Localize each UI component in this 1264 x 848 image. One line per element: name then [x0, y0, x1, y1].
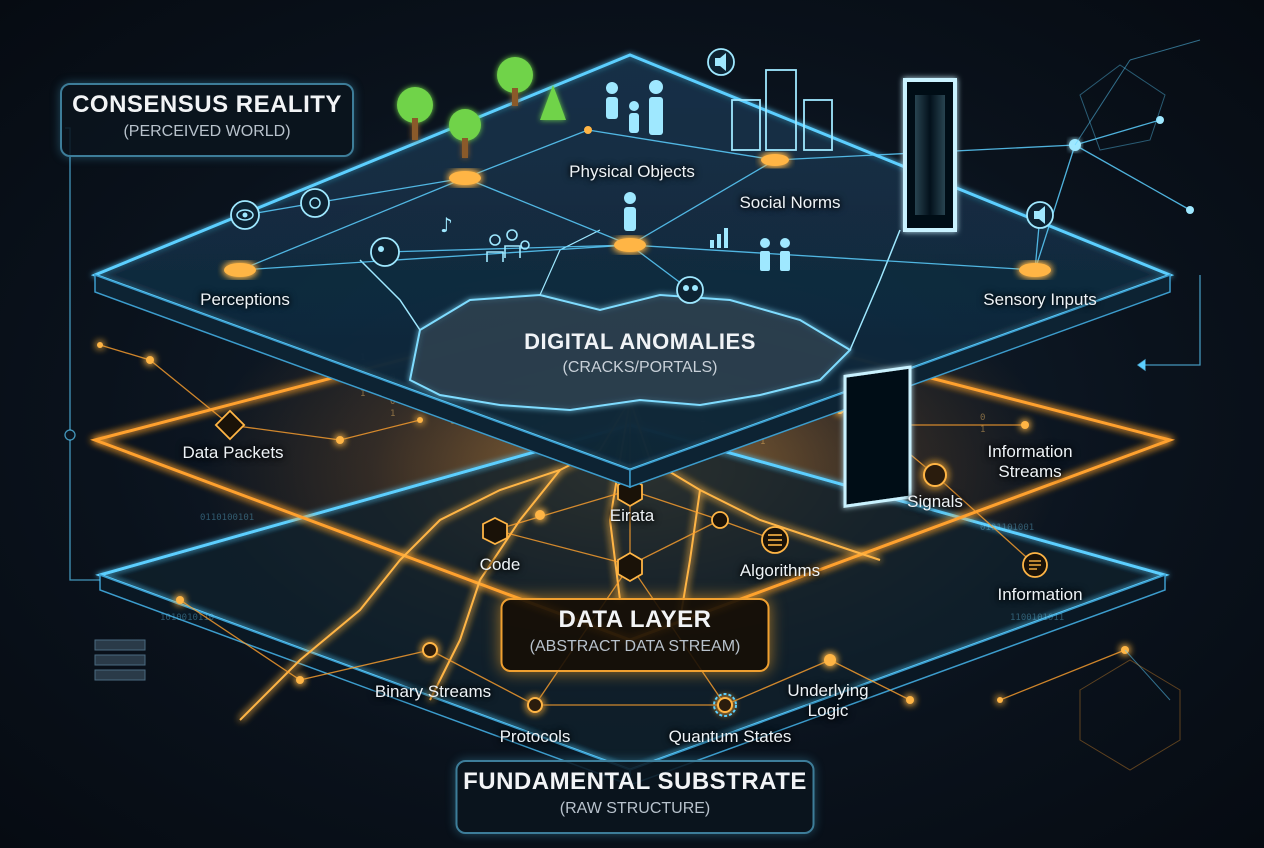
crack-opening	[359, 229, 901, 412]
svg-text:1: 1	[980, 425, 985, 435]
label-sensory-inputs: Sensory Inputs	[983, 290, 1097, 309]
quantum-gear-icon	[713, 693, 737, 717]
svg-text:1100101011: 1100101011	[1010, 613, 1064, 623]
eye-icon	[230, 200, 260, 230]
anomalies-subtitle: (CRACKS/PORTALS)	[562, 359, 718, 376]
svg-text:1010010110: 1010010110	[160, 613, 214, 623]
svg-text:0: 0	[980, 413, 985, 423]
user-card-icon	[370, 237, 400, 267]
speaker-icon	[707, 48, 735, 76]
outer-network	[1074, 39, 1201, 771]
label-protocols: Protocols	[499, 727, 571, 746]
person-icon	[624, 192, 636, 231]
menu-icon	[1022, 552, 1048, 578]
label-information-streams: Information Streams	[987, 442, 1073, 481]
people-icon	[606, 80, 663, 135]
svg-text:♪: ♪	[440, 213, 453, 237]
portal-icon	[843, 365, 912, 508]
label-eirata: Eirata	[609, 506, 655, 525]
gear-icon	[300, 188, 330, 218]
svg-text:1: 1	[360, 389, 365, 399]
substrate-subtitle: (RAW STRUCTURE)	[559, 800, 711, 817]
music-icon: ♪	[440, 213, 453, 237]
code-icon	[482, 516, 508, 546]
data-layer-title: DATA LAYER	[558, 606, 712, 633]
group-icon	[486, 229, 530, 262]
substrate-title: FUNDAMENTAL SUBSTRATE	[463, 768, 807, 795]
portal-icon	[903, 78, 957, 232]
cube-icon	[617, 551, 643, 583]
consensus-nodes	[224, 116, 1194, 277]
label-quantum-states: Quantum States	[668, 727, 792, 746]
svg-text:0: 0	[390, 397, 395, 407]
label-perceptions: Perceptions	[200, 290, 290, 309]
group-icon	[676, 276, 704, 304]
svg-text:0110100101: 0110100101	[200, 513, 254, 523]
buildings-icon	[731, 69, 833, 151]
substrate-box: FUNDAMENTAL SUBSTRATE (RAW STRUCTURE)	[455, 760, 815, 834]
gear-icon	[711, 511, 729, 529]
svg-text:0101101001: 0101101001	[980, 523, 1034, 533]
cube-icon	[214, 409, 246, 441]
chart-icon	[710, 228, 728, 248]
data-layer-box: DATA LAYER (ABSTRACT DATA STREAM)	[500, 598, 770, 672]
svg-text:1: 1	[760, 437, 765, 447]
label-information: Information	[997, 585, 1083, 604]
label-underlying-logic: Underlying Logic	[787, 681, 869, 720]
label-code: Code	[479, 555, 521, 574]
consensus-title: CONSENSUS REALITY	[72, 91, 342, 118]
label-algorithms: Algorithms	[739, 561, 821, 580]
consensus-subtitle: (PERCEIVED WORLD)	[123, 123, 291, 140]
stack-icon	[94, 639, 146, 681]
svg-text:1: 1	[390, 409, 395, 419]
substrate-plane	[95, 423, 1170, 787]
anomalies-title: DIGITAL ANOMALIES	[524, 329, 756, 354]
label-data-packets: Data Packets	[182, 443, 284, 462]
data-layer-subtitle: (ABSTRACT DATA STREAM)	[529, 638, 741, 655]
consensus-reality-box: CONSENSUS REALITY (PERCEIVED WORLD)	[60, 83, 354, 157]
couple-icon	[760, 238, 790, 271]
menu-icon	[761, 526, 789, 554]
label-physical-objects: Physical Objects	[569, 162, 695, 181]
speaker-icon	[1026, 201, 1054, 229]
label-social-norms: Social Norms	[739, 193, 841, 212]
tree-icon	[397, 57, 566, 158]
label-signals: Signals	[907, 492, 963, 511]
digital-anomalies-label: DIGITAL ANOMALIES (CRACKS/PORTALS)	[490, 329, 790, 377]
label-binary-streams: Binary Streams	[374, 682, 492, 701]
